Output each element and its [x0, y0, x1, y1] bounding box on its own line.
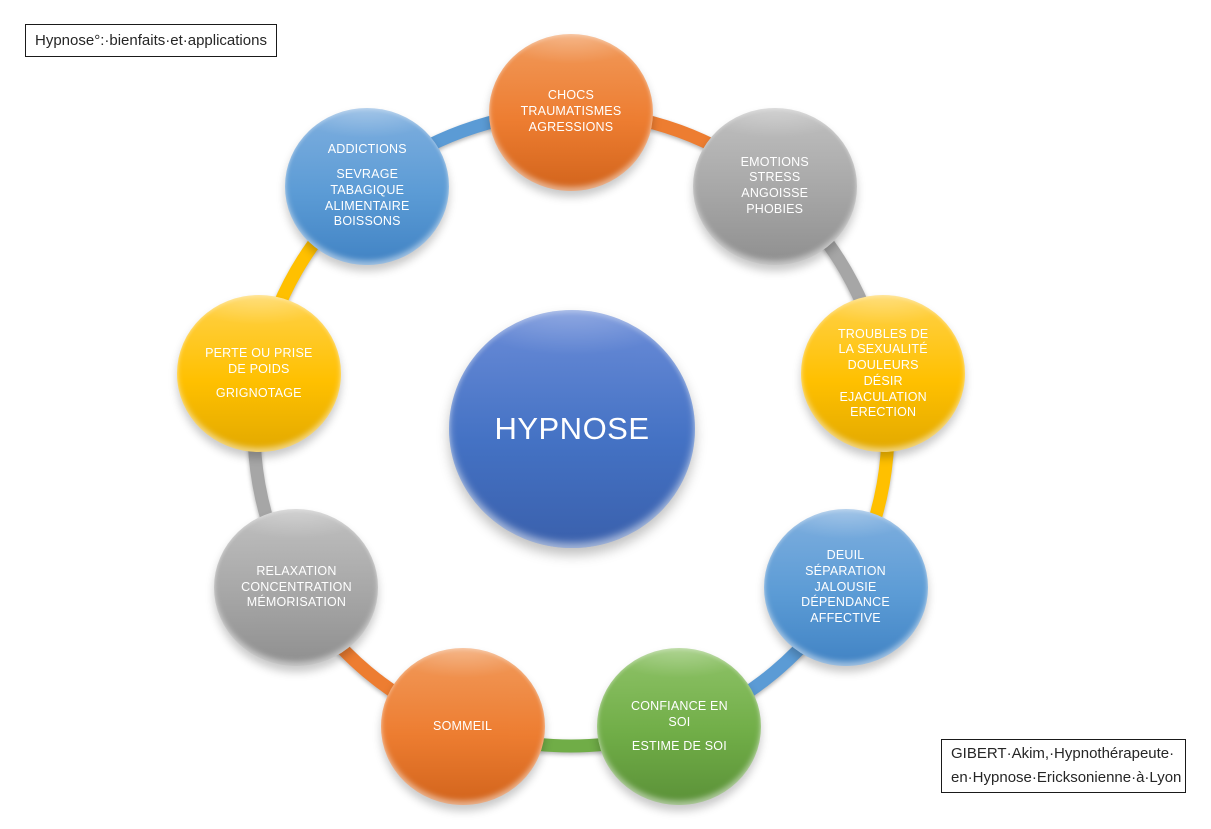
title-textbox[interactable]: Hypnose°:·bienfaits·et·applications: [25, 24, 277, 57]
cycle-node-label: SOMMEIL: [433, 719, 493, 733]
cycle-center-node[interactable]: HYPNOSE: [449, 310, 695, 548]
cycle-node-sommeil[interactable]: SOMMEIL: [380, 648, 545, 806]
center-node-label: HYPNOSE: [494, 411, 650, 446]
credit-textbox[interactable]: GIBERT·Akim,·Hypnothérapeute· en·Hypnose…: [941, 739, 1186, 793]
credit-line-1: GIBERT·Akim,·Hypnothérapeute·: [951, 745, 1175, 762]
credit-line-2: en·Hypnose·Ericksonienne·à·Lyon: [951, 769, 1182, 786]
title-text: Hypnose°:·bienfaits·et·applications: [35, 32, 267, 49]
